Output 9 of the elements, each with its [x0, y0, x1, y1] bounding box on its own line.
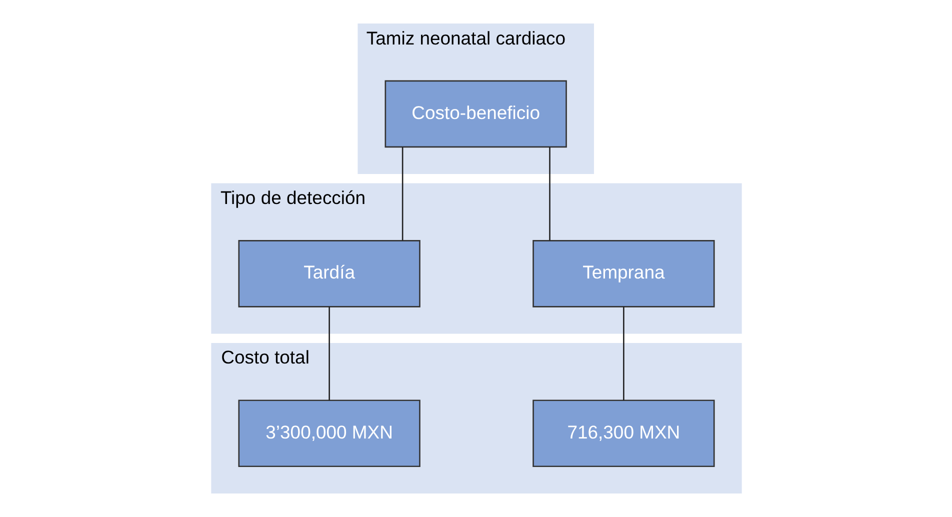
node-box: Tardía	[238, 240, 420, 308]
connector	[622, 306, 624, 400]
connector	[328, 306, 330, 400]
node-box: 716,300 MXN	[532, 400, 714, 468]
node-box: Temprana	[532, 240, 714, 308]
node-box: 3’300,000 MXN	[238, 400, 420, 468]
node-box: Costo-beneficio	[384, 80, 566, 148]
connector	[401, 147, 403, 241]
connector	[548, 147, 550, 241]
